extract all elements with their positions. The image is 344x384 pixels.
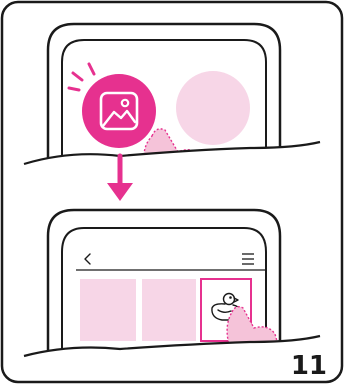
step-number: 11 (288, 353, 330, 379)
image-thumbnail-1[interactable] (80, 279, 136, 341)
phone-bottom (22, 210, 322, 380)
gallery-app-icon[interactable] (82, 74, 156, 148)
other-app-icon[interactable] (176, 71, 250, 145)
phone-top (22, 24, 322, 200)
image-thumbnail-2[interactable] (142, 279, 196, 341)
